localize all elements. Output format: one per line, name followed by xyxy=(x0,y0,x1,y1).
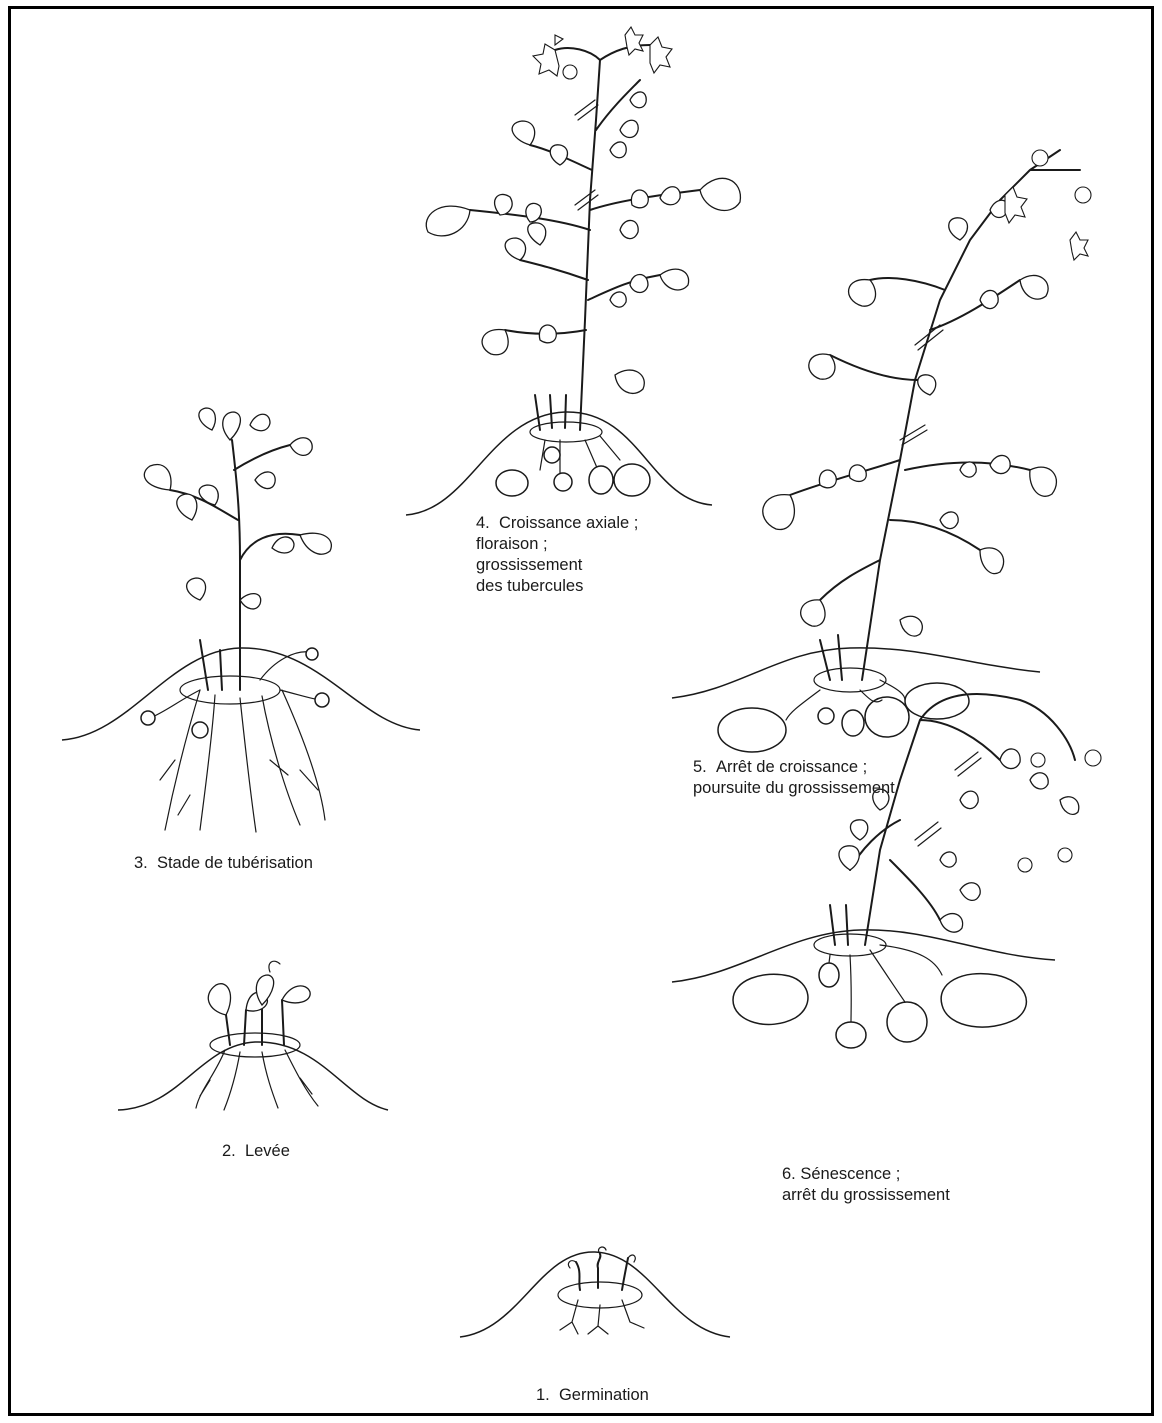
stage-3-title: Stade de tubérisation xyxy=(157,854,313,872)
stage-4-label: 4. Croissance axiale ; floraison ; gross… xyxy=(476,513,638,597)
stage-4-number: 4. xyxy=(476,514,490,532)
stage-5-label: 5. Arrêt de croissance ; poursuite du gr… xyxy=(693,757,895,799)
stage-3-label: 3. Stade de tubérisation xyxy=(134,853,313,874)
stage-6-label: 6. Sénescence ; arrêt du grossissement xyxy=(782,1164,950,1206)
stage-1-label: 1. Germination xyxy=(536,1385,649,1406)
stage-2-drawing xyxy=(118,961,388,1110)
stage-6-line-2: arrêt du grossissement xyxy=(782,1185,950,1206)
stage-2-title: Levée xyxy=(245,1142,290,1160)
stage-3-drawing xyxy=(62,408,420,832)
stage-1-drawing xyxy=(460,1247,730,1337)
stage-1-number: 1. xyxy=(536,1386,550,1404)
stage-4-line-3: grossissement xyxy=(476,555,638,576)
stage-5-line-2: poursuite du grossissement xyxy=(693,778,895,799)
stage-6-line-1: Sénescence ; xyxy=(800,1165,900,1183)
stage-2-number: 2. xyxy=(222,1142,236,1160)
stage-6-number: 6. xyxy=(782,1165,796,1183)
stage-4-line-1: Croissance axiale ; xyxy=(499,514,638,532)
stage-3-number: 3. xyxy=(134,854,148,872)
stage-2-label: 2. Levée xyxy=(222,1141,290,1162)
stage-4-line-4: des tubercules xyxy=(476,576,638,597)
stage-5-drawing xyxy=(672,150,1091,752)
stage-4-line-2: floraison ; xyxy=(476,534,638,555)
stage-4-drawing xyxy=(406,27,740,515)
stage-5-line-1: Arrêt de croissance ; xyxy=(716,758,867,776)
stage-5-number: 5. xyxy=(693,758,707,776)
stage-1-title: Germination xyxy=(559,1386,649,1404)
